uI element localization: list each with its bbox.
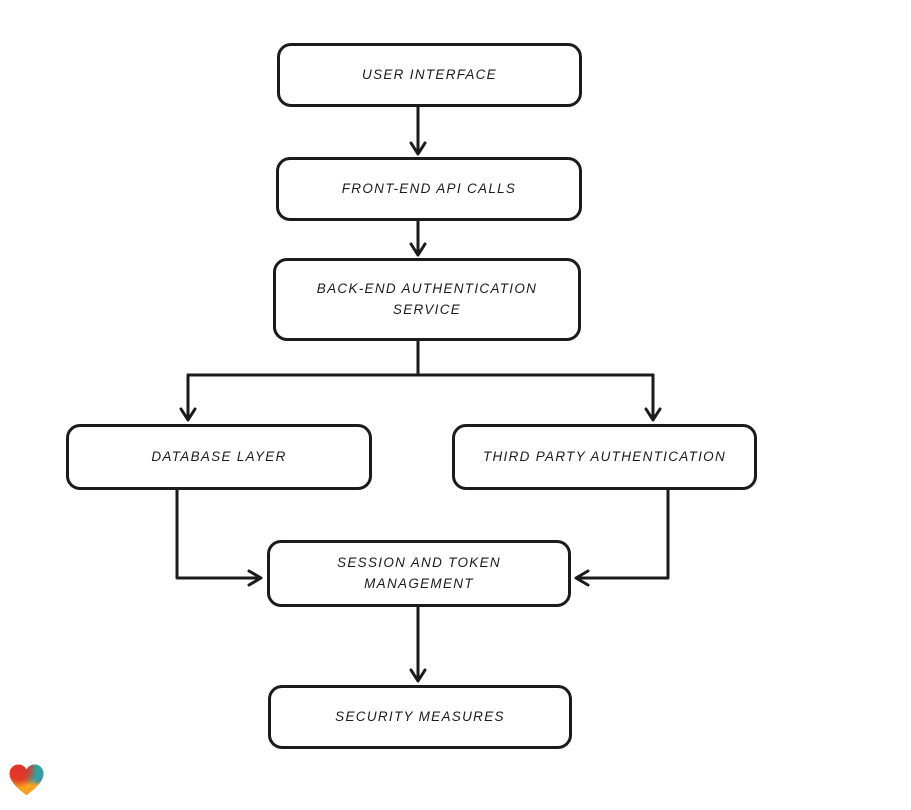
node-third-party-authentication[interactable]: THIRD PARTY AUTHENTICATION <box>452 424 757 490</box>
edge-st-to-sm <box>409 605 427 683</box>
node-back-end-authentication-service-label: BACK-END AUTHENTICATION SERVICE <box>316 281 538 317</box>
node-database-layer[interactable]: DATABASE LAYER <box>66 424 372 490</box>
node-third-party-authentication-label: THIRD PARTY AUTHENTICATION <box>482 448 727 464</box>
edge-be-branch <box>179 339 662 422</box>
node-security-measures-label: SECURITY MEASURES <box>335 708 505 724</box>
edge-ui-to-fe <box>409 105 427 156</box>
node-session-and-token-management[interactable]: SESSION AND TOKEN MANAGEMENT <box>267 540 571 607</box>
edge-db-to-st <box>175 488 263 587</box>
gradient-heart-logo[interactable] <box>9 762 44 798</box>
edge-fe-to-be <box>409 219 427 257</box>
node-session-and-token-management-label: SESSION AND TOKEN MANAGEMENT <box>337 555 501 591</box>
node-front-end-api-calls[interactable]: FRONT-END API CALLS <box>276 157 582 221</box>
node-database-layer-label: DATABASE LAYER <box>151 448 287 464</box>
edge-tp-to-st <box>574 485 670 587</box>
node-user-interface-label: USER INTERFACE <box>362 66 497 82</box>
node-security-measures[interactable]: SECURITY MEASURES <box>268 685 572 749</box>
node-front-end-api-calls-label: FRONT-END API CALLS <box>341 180 517 196</box>
node-user-interface[interactable]: USER INTERFACE <box>277 43 582 107</box>
node-back-end-authentication-service[interactable]: BACK-END AUTHENTICATION SERVICE <box>273 258 581 341</box>
